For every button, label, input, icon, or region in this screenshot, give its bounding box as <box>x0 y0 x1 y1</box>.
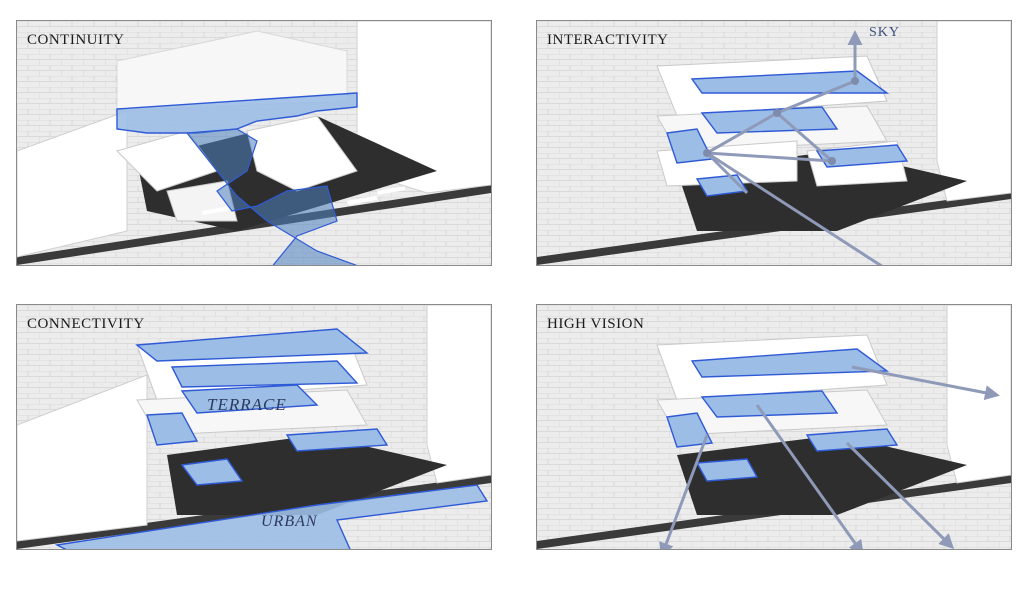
building-right <box>936 21 1011 202</box>
panel-title: INTERACTIVITY <box>547 32 669 48</box>
street-furniture <box>202 186 406 215</box>
panel-high-vision: HIGH VISION <box>536 304 1012 550</box>
terrace-label: TERRACE <box>207 395 287 414</box>
panel-title: HIGH VISION <box>547 316 645 332</box>
dark-plinth <box>167 435 447 515</box>
interactivity-diagram <box>537 21 1011 265</box>
continuous-path-plane <box>185 128 358 265</box>
dark-plinth <box>677 435 967 515</box>
floor-planes <box>666 348 899 482</box>
continuous-deck-plane <box>116 92 358 134</box>
sky-label: SKY <box>869 25 901 40</box>
building-left <box>17 110 128 258</box>
panel-continuity: CONTINUITY <box>16 20 492 266</box>
urban-label: URBAN <box>261 513 318 530</box>
floor-planes <box>135 328 389 486</box>
connectivity-diagram <box>17 305 491 549</box>
continuity-diagram <box>17 21 491 265</box>
panel-title: CONTINUITY <box>27 32 125 48</box>
interaction-lines <box>704 30 883 265</box>
building-back <box>116 30 348 112</box>
panel-title: CONNECTIVITY <box>27 316 145 332</box>
building-right <box>426 305 491 484</box>
building-right <box>946 305 1011 484</box>
urban-ground-plane <box>54 484 489 549</box>
panel-connectivity: CONNECTIVITY TERRACE URBAN <box>16 304 492 550</box>
panel-interactivity: INTERACTIVITY SKY <box>536 20 1012 266</box>
floor-planes <box>666 70 909 197</box>
view-arrows <box>659 365 1000 549</box>
high-vision-diagram <box>537 305 1011 549</box>
building-left <box>17 374 148 542</box>
interaction-nodes <box>703 77 859 165</box>
volume-2 <box>246 115 358 192</box>
